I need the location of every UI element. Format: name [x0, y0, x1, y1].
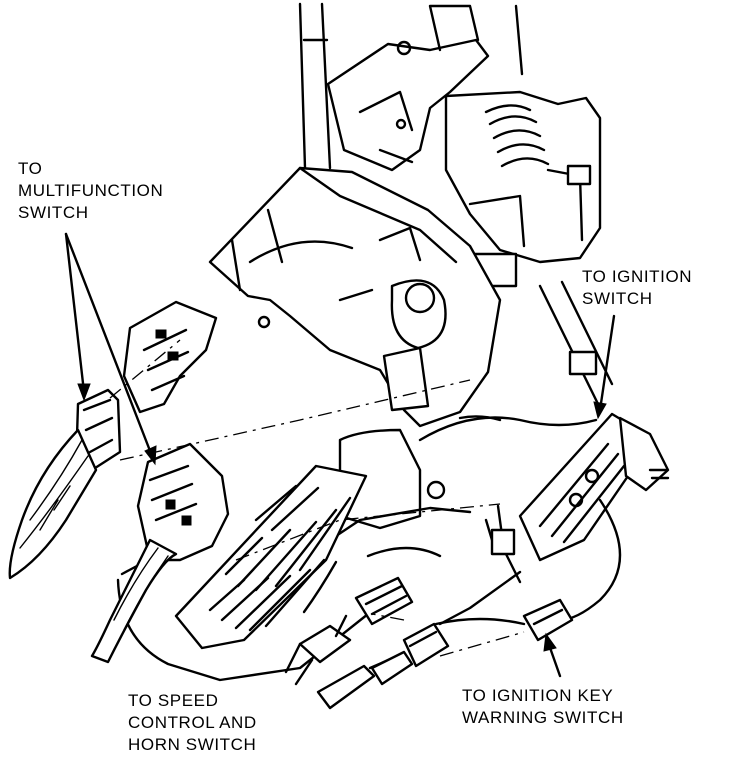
leader-arrows	[64, 232, 616, 678]
column-housing	[208, 166, 502, 428]
flat-ribbon-cable	[174, 464, 368, 650]
callout-multifunction-line-1: TO	[18, 159, 43, 178]
callout-speed-control-horn: TO SPEED CONTROL AND HORN SWITCH	[128, 690, 257, 756]
arrowhead-ignition	[593, 401, 607, 420]
callout-speed-line-2: CONTROL AND	[128, 713, 257, 732]
arrowhead-multifunction-a	[77, 383, 91, 402]
arrowhead-multifunction-b	[144, 445, 157, 466]
multifunction-connector-middle	[90, 442, 230, 664]
callout-speed-line-3: HORN SWITCH	[128, 735, 257, 754]
ignition-switch-harness	[484, 280, 670, 584]
arrowhead-key-warning	[543, 632, 557, 652]
callout-key-line-2: WARNING SWITCH	[462, 708, 624, 727]
callout-key-line-1: TO IGNITION KEY	[462, 686, 614, 705]
multifunction-connector-mounted	[122, 300, 218, 414]
speed-control-horn-connectors	[284, 546, 442, 710]
multifunction-connector-free	[8, 388, 122, 580]
callout-multifunction-switch: TO MULTIFUNCTION SWITCH	[18, 158, 163, 224]
assembly-guide-lines	[109, 339, 525, 657]
leader-arrow-multifunction-b	[64, 232, 154, 458]
callout-ignition-switch: TO IGNITION SWITCH	[582, 266, 692, 310]
leader-arrow-ignition	[598, 314, 616, 412]
shift-rod	[298, 2, 332, 170]
callout-speed-line-1: TO SPEED	[128, 691, 219, 710]
callout-multifunction-line-2: MULTIFUNCTION	[18, 181, 164, 200]
callout-ignition-line-2: SWITCH	[582, 289, 653, 308]
upper-mounting-bracket	[326, 4, 524, 172]
key-warning-switch-connector	[370, 498, 622, 686]
lock-spring-assembly	[444, 90, 602, 288]
callout-ignition-key-warning: TO IGNITION KEY WARNING SWITCH	[462, 685, 624, 729]
callout-ignition-line-1: TO IGNITION	[582, 267, 693, 286]
leader-arrow-multifunction-a	[64, 232, 86, 394]
callout-multifunction-line-3: SWITCH	[18, 203, 89, 222]
